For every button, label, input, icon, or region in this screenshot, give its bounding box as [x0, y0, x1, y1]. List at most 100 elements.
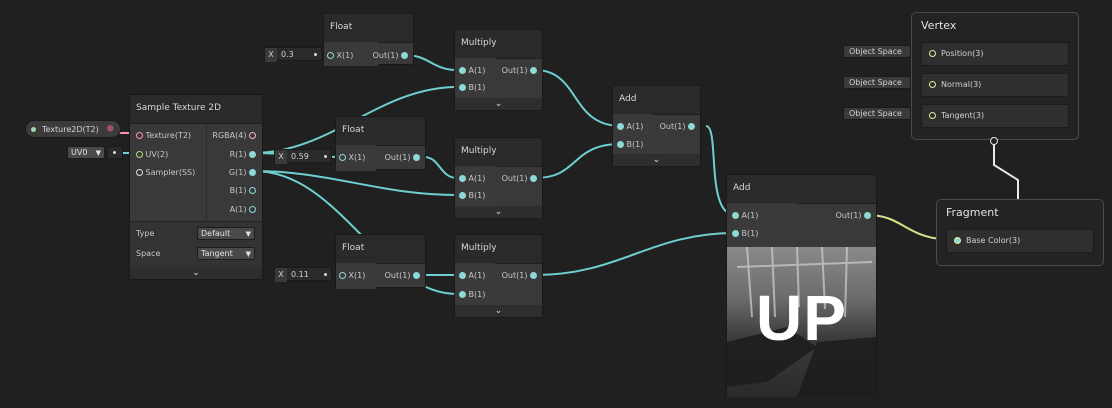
object-space-tag: Object Space — [843, 45, 911, 58]
b-input-port[interactable]: B(1) — [617, 139, 643, 151]
out-output-port[interactable]: Out(1) — [385, 270, 420, 282]
port-dot-icon — [459, 192, 466, 199]
port-label: X(1) — [337, 51, 354, 60]
space-dropdown[interactable]: Tangent▼ — [197, 247, 255, 260]
context-title: Fragment — [937, 200, 1103, 219]
port-dot-icon — [327, 52, 334, 59]
out-output-port[interactable]: Out(1) — [373, 50, 408, 62]
slot-label: Position(3) — [941, 49, 983, 58]
vertex-normal-slot[interactable]: Normal(3) — [921, 73, 1069, 97]
port-dot-icon — [249, 187, 256, 194]
add-node-2[interactable]: Add A(1) B(1) Out(1) UP — [726, 174, 877, 397]
chevron-down-icon[interactable]: ⌄ — [455, 305, 542, 317]
out-output-port[interactable]: Out(1) — [836, 210, 871, 222]
slot-label: Normal(3) — [941, 80, 981, 89]
float-value: 0.59 — [287, 152, 309, 161]
node-title: Float — [336, 235, 425, 264]
a-input-port[interactable]: A(1) — [617, 121, 643, 133]
b-input-port[interactable]: B(1) — [459, 190, 485, 202]
port-label: B(1) — [469, 83, 486, 92]
a-input-port[interactable]: A(1) — [459, 173, 485, 185]
sampler-input-port[interactable]: Sampler(SS) — [136, 167, 195, 179]
port-dot-icon — [530, 175, 537, 182]
b-input-port[interactable]: B(1) — [732, 228, 758, 240]
out-output-port[interactable]: Out(1) — [502, 173, 537, 185]
b-output-port[interactable]: B(1) — [230, 185, 256, 197]
wire-mul1-to-add1-a — [535, 70, 621, 126]
type-dropdown[interactable]: Default▼ — [197, 227, 255, 240]
fragment-base-color-slot[interactable]: Base Color(3) — [946, 229, 1094, 253]
chevron-down-icon[interactable]: ⌄ — [613, 154, 700, 166]
sample-texture-2d-node[interactable]: Sample Texture 2D Texture(T2) UV(2) Samp… — [129, 94, 263, 280]
axis-label: X — [275, 268, 287, 282]
wire-vertex-to-fragment — [994, 141, 1018, 200]
out-output-port[interactable]: Out(1) — [660, 121, 695, 133]
port-label: A(1) — [469, 66, 486, 75]
port-dot-icon — [249, 132, 256, 139]
float-value: 0.11 — [287, 270, 309, 279]
b-input-port[interactable]: B(1) — [459, 82, 485, 94]
a-input-port[interactable]: A(1) — [459, 65, 485, 77]
port-dot-icon — [413, 272, 420, 279]
port-label: A(1) — [469, 271, 486, 280]
texture2d-property[interactable]: Texture2D(T2) ⊗ — [25, 120, 121, 138]
port-dot-icon — [732, 212, 739, 219]
node-title: Float — [336, 117, 425, 146]
port-dot-icon — [401, 52, 408, 59]
vertex-position-slot[interactable]: Position(3) — [921, 42, 1069, 66]
out-output-port[interactable]: Out(1) — [502, 65, 537, 77]
tag-label: Object Space — [849, 109, 902, 118]
vertex-flow-port-icon[interactable] — [990, 137, 998, 145]
g-output-port[interactable]: G(1) — [229, 167, 256, 179]
uv-channel-dropdown[interactable]: UV0 ▼ — [67, 146, 105, 159]
multiply-node-3[interactable]: Multiply A(1) B(1) Out(1) ⌄ — [454, 234, 543, 318]
multiply-node-1[interactable]: Multiply A(1) B(1) Out(1) ⌄ — [454, 29, 543, 111]
dropdown-arrow-icon: ▼ — [96, 147, 101, 159]
context-title: Vertex — [912, 13, 1078, 32]
port-label: Out(1) — [502, 271, 528, 280]
port-dot-icon — [617, 123, 624, 130]
a-input-port[interactable]: A(1) — [732, 210, 758, 222]
vertex-context[interactable]: Vertex Position(3) Normal(3) Tangent(3) — [911, 12, 1079, 140]
float-node-1[interactable]: Float X(1) Out(1) — [323, 13, 414, 65]
multiply-node-2[interactable]: Multiply A(1) B(1) Out(1) ⌄ — [454, 137, 543, 219]
x-input-port[interactable]: X(1) — [327, 50, 353, 62]
object-space-tag: Object Space — [843, 107, 911, 120]
float-node-2[interactable]: Float X(1) Out(1) — [335, 116, 426, 170]
out-output-port[interactable]: Out(1) — [385, 152, 420, 164]
connector-knob-icon — [324, 155, 327, 158]
uv-input-connector[interactable] — [107, 146, 123, 159]
port-label: G(1) — [229, 168, 247, 177]
add-node-1[interactable]: Add A(1) B(1) Out(1) ⌄ — [612, 85, 701, 167]
chevron-down-icon[interactable]: ⌄ — [455, 98, 542, 110]
axis-label: X — [275, 150, 287, 164]
port-label: Out(1) — [502, 174, 528, 183]
port-label: Out(1) — [660, 122, 686, 131]
port-label: A(1) — [230, 205, 247, 214]
a-output-port[interactable]: A(1) — [230, 204, 256, 216]
port-dot-icon — [249, 206, 256, 213]
b-input-port[interactable]: B(1) — [459, 289, 485, 301]
vertex-tangent-slot[interactable]: Tangent(3) — [921, 104, 1069, 128]
texture-input-port[interactable]: Texture(T2) — [136, 130, 191, 142]
uv-input-port[interactable]: UV(2) — [136, 149, 168, 161]
float-node-3[interactable]: Float X(1) Out(1) — [335, 234, 426, 288]
port-dot-icon — [954, 237, 961, 244]
out-output-port[interactable]: Out(1) — [502, 270, 537, 282]
fragment-context[interactable]: Fragment Base Color(3) — [936, 199, 1104, 266]
close-icon[interactable]: ⊗ — [106, 121, 114, 138]
connector-knob-icon — [324, 273, 327, 276]
x-input-port[interactable]: X(1) — [339, 152, 365, 164]
axis-label: X — [265, 48, 277, 62]
r-output-port[interactable]: R(1) — [230, 149, 256, 161]
rgba-output-port[interactable]: RGBA(4) — [212, 130, 256, 142]
node-title: Multiply — [455, 235, 542, 264]
chevron-down-icon[interactable]: ⌄ — [455, 206, 542, 218]
x-input-port[interactable]: X(1) — [339, 270, 365, 282]
chevron-down-icon[interactable]: ⌄ — [130, 267, 262, 279]
a-input-port[interactable]: A(1) — [459, 270, 485, 282]
connector-knob-icon — [314, 53, 317, 56]
